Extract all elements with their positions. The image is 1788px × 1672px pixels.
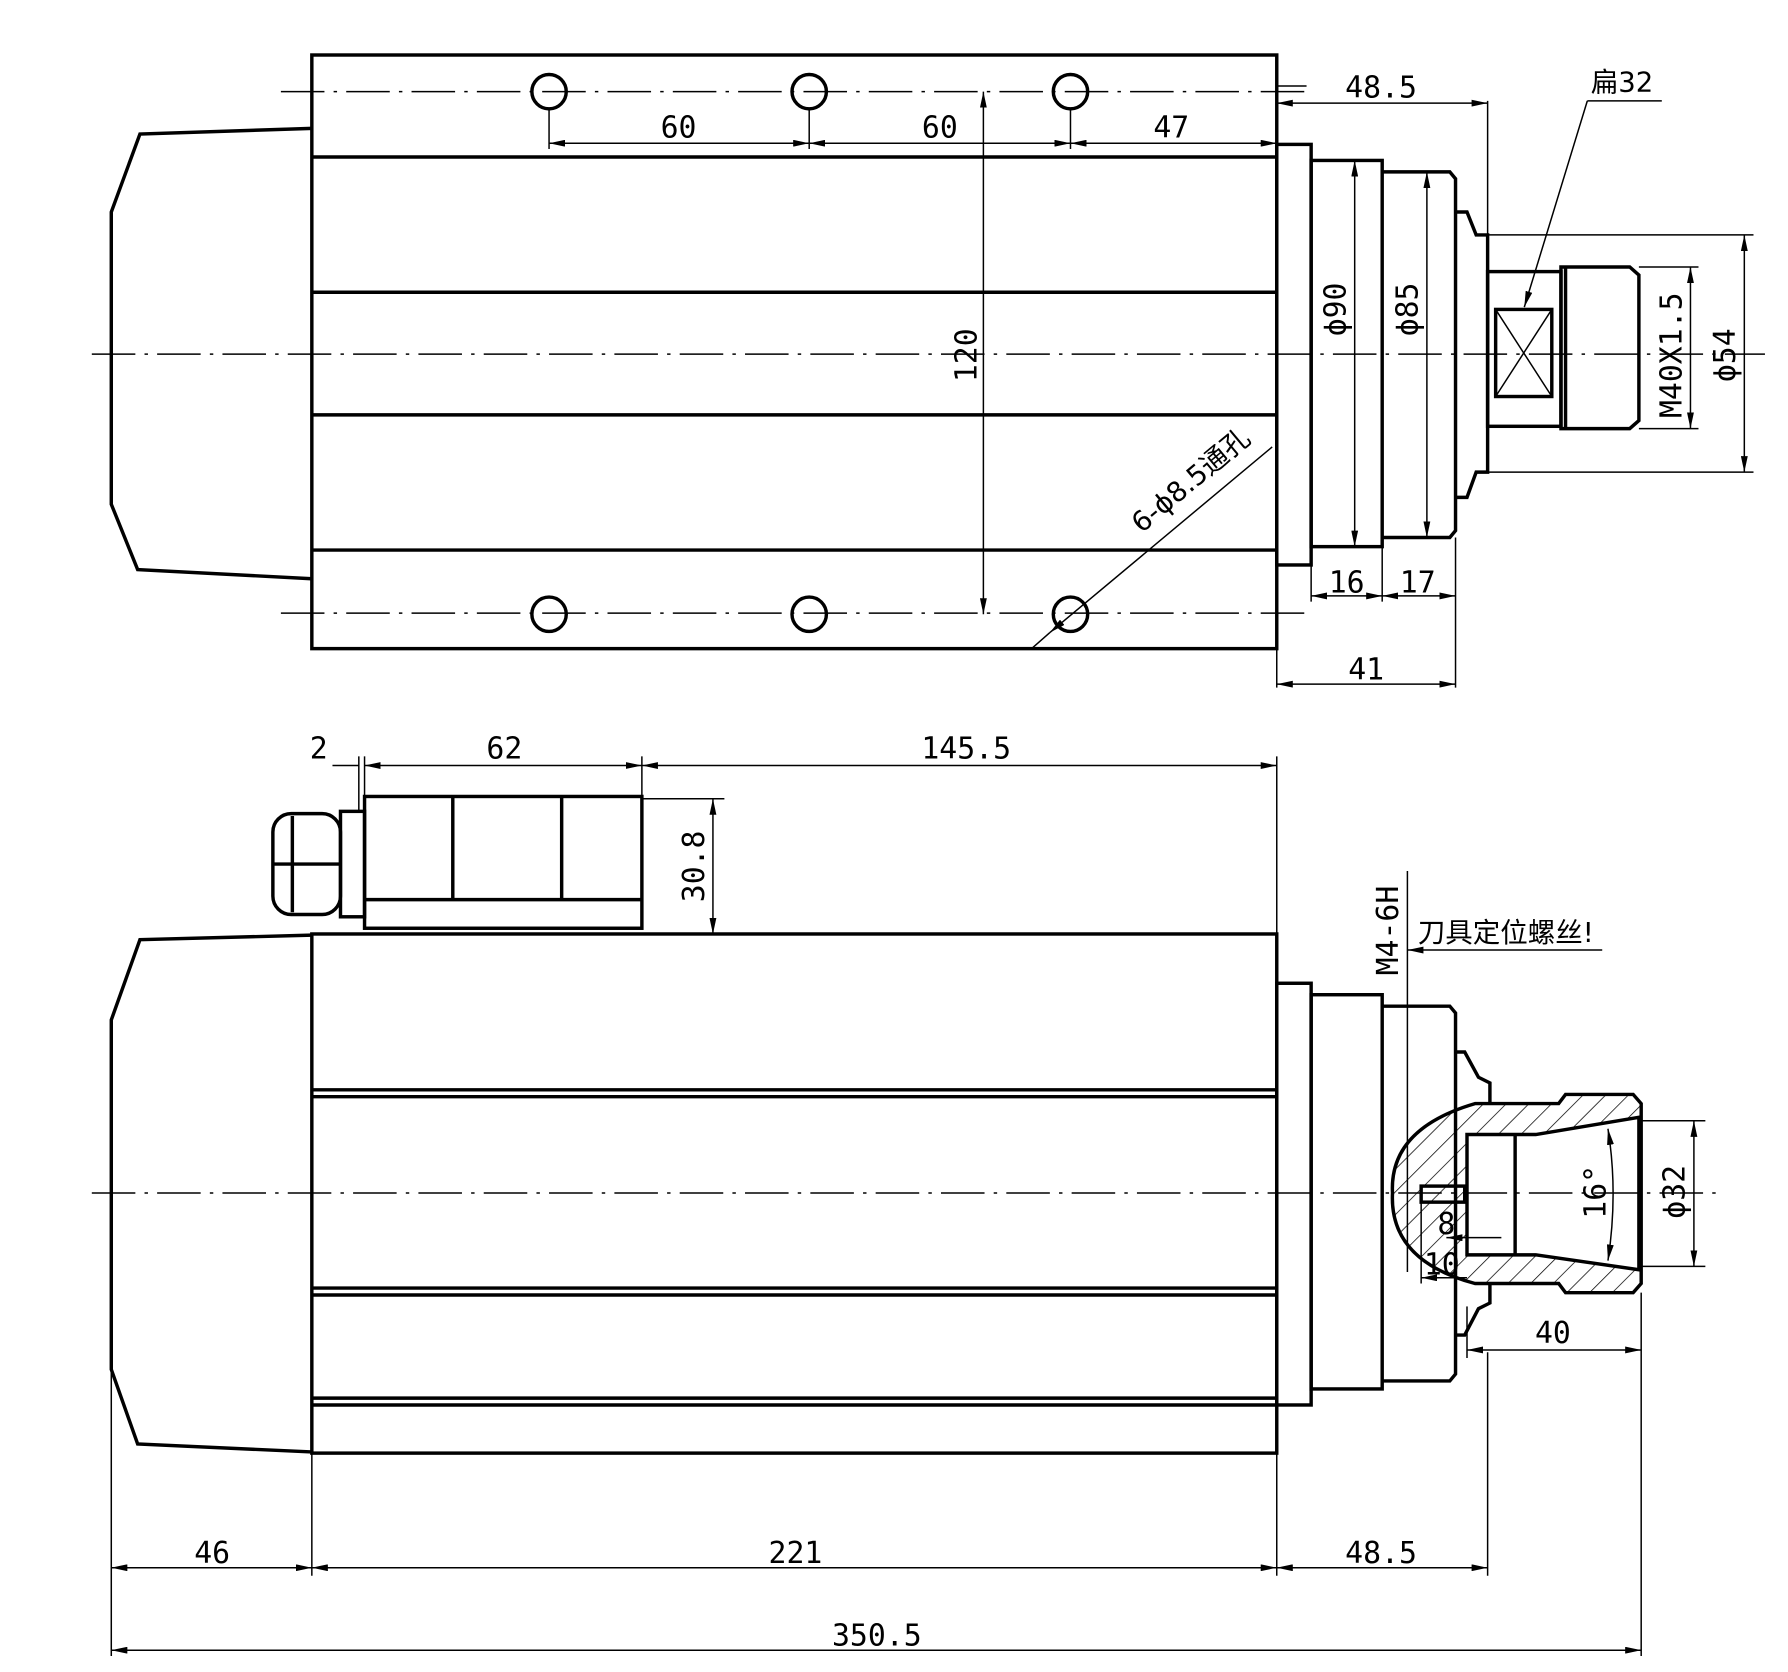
screw-note: 刀具定位螺丝!: [1418, 917, 1594, 949]
dim-46: 46: [194, 1536, 230, 1571]
spindle-nose: [1275, 142, 1641, 567]
dim-145-5: 145.5: [921, 732, 1011, 767]
cable-gland: [338, 809, 367, 919]
dim-10: 10: [1424, 1247, 1460, 1282]
dim-48-5: 48.5: [1345, 1536, 1417, 1571]
cooling-fins: [311, 1088, 1277, 1407]
dim-thread: M40X1.5: [1654, 292, 1689, 418]
cooling-fins: [311, 155, 1277, 552]
dim-30-8: 30.8: [677, 831, 712, 903]
mounting-holes: [530, 72, 1090, 634]
dim-40: 40: [1535, 1316, 1571, 1351]
rear-cap: [109, 933, 312, 1454]
dim-120: 120: [950, 328, 985, 382]
flat-label: 扁32: [1591, 67, 1654, 99]
dim-phi54: ϕ54: [1708, 328, 1743, 382]
side-view: 2 62 145.5 30.8 M4-6H 刀具定位螺丝! 16° ϕ32 8 …: [91, 732, 1720, 1656]
dim-17: 17: [1400, 565, 1436, 600]
top-view: 60 60 47 120 48.5 扁32 ϕ90 ϕ85 M40X1.5 ϕ5…: [91, 53, 1765, 688]
dim-41: 41: [1348, 653, 1384, 688]
dim-60-b: 60: [922, 111, 958, 146]
dim-16-deg: 16°: [1579, 1165, 1614, 1219]
dim-350-5: 350.5: [832, 1619, 922, 1654]
dim-47: 47: [1153, 111, 1189, 146]
holes-note: 6-ϕ8.5通孔: [1125, 422, 1256, 539]
dim-phi90: ϕ90: [1319, 283, 1354, 337]
spindle-nose: [1275, 981, 1643, 1407]
collet-nut-section: [1390, 1092, 1643, 1295]
dim-phi32: ϕ32: [1658, 1165, 1693, 1219]
locating-screw: [1419, 1184, 1467, 1204]
motor-body: [310, 53, 1279, 651]
dim-48-5-top: 48.5: [1345, 70, 1417, 105]
screw-spec: M4-6H: [1371, 886, 1406, 976]
junction-box: [271, 794, 644, 930]
dim-8: 8: [1437, 1207, 1455, 1242]
dim-16: 16: [1329, 565, 1365, 600]
dim-2: 2: [310, 732, 328, 767]
dim-221: 221: [769, 1536, 823, 1571]
wrench-flat: [1493, 307, 1554, 399]
dim-60-a: 60: [661, 111, 697, 146]
rear-cap: [109, 126, 312, 581]
dim-phi85: ϕ85: [1391, 283, 1426, 337]
dim-62: 62: [486, 732, 522, 767]
